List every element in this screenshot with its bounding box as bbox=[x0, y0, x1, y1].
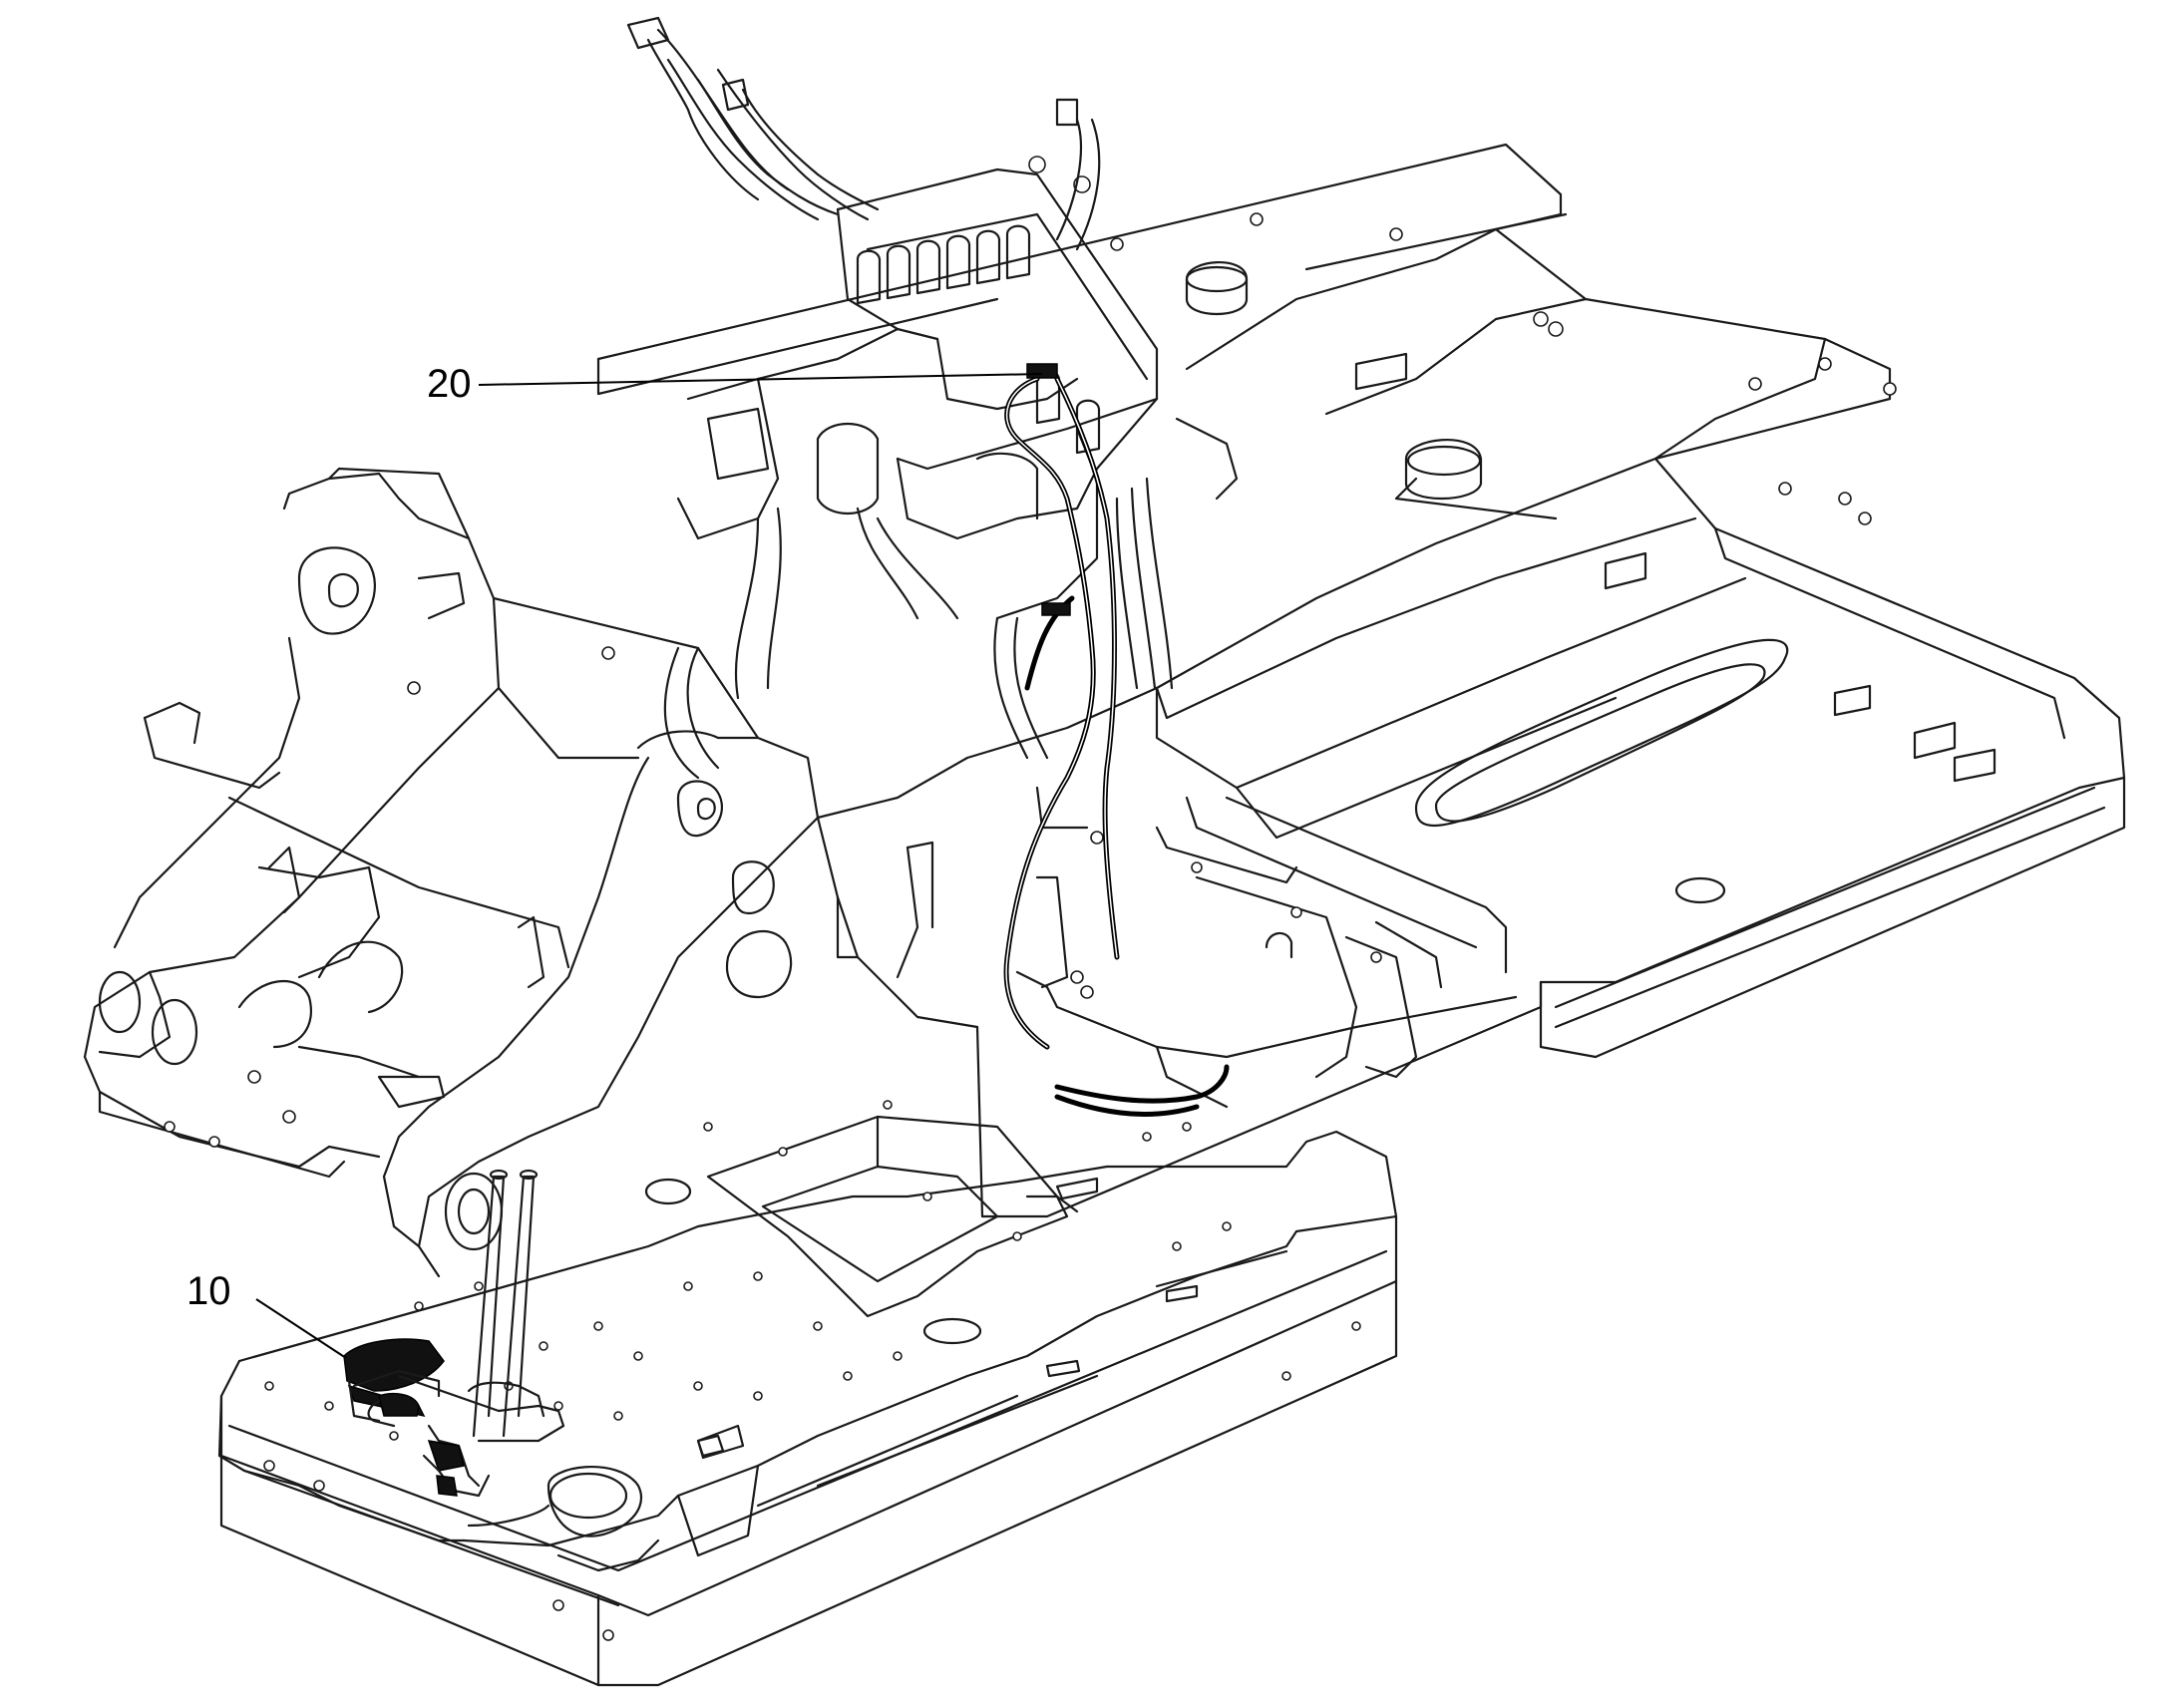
callout-10-label: 10 bbox=[186, 1269, 231, 1313]
pedal-assembly-10 bbox=[343, 1169, 565, 1498]
callout-20-leader bbox=[478, 373, 1043, 386]
control-valve-block bbox=[626, 16, 1239, 780]
callout-20: 20 bbox=[427, 362, 1043, 406]
front-frame bbox=[83, 467, 820, 1278]
middle-frame bbox=[816, 686, 1518, 1218]
callout-10-leader bbox=[255, 1298, 347, 1359]
hose-assembly-20 bbox=[1003, 363, 1230, 1117]
rear-frame bbox=[596, 143, 2126, 1218]
operator-platform bbox=[217, 1100, 1398, 1687]
callout-20-label: 20 bbox=[427, 362, 472, 406]
callout-10: 10 bbox=[186, 1269, 347, 1359]
